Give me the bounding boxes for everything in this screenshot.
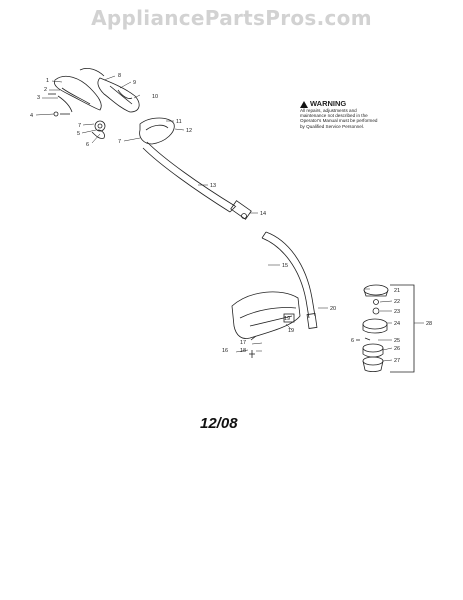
- debris-shield: [231, 291, 301, 339]
- warning-title: WARNING: [310, 99, 347, 108]
- upper-shaft: [142, 141, 252, 220]
- callout-21: 21: [394, 288, 400, 294]
- warning-notice: WARNING All repairs, adjustments and mai…: [300, 100, 380, 129]
- callout-4: 4: [30, 113, 33, 119]
- callout-3: 3: [37, 95, 40, 101]
- callout-1: 1: [46, 78, 49, 84]
- date-code: 12/08: [200, 415, 238, 432]
- callout-7b: 7: [118, 139, 121, 145]
- callout-20: 20: [330, 306, 336, 312]
- callout-12: 12: [186, 128, 192, 134]
- callout-labels: 1 2 3 4 5 6 7 8 9 10 11 12 7 13 14 15 16…: [30, 73, 432, 364]
- group-bracket-28: [390, 284, 415, 373]
- watermark: AppliancePartsPros.com: [91, 6, 372, 30]
- callout-7: 7: [78, 123, 81, 129]
- callout-15: 15: [282, 263, 288, 269]
- callout-27: 27: [394, 358, 400, 364]
- small-hardware-parts: [48, 93, 106, 139]
- leader-lines: [35, 75, 424, 362]
- callout-22: 22: [394, 299, 400, 305]
- callout-9: 9: [133, 80, 136, 86]
- lower-shaft: [261, 231, 318, 329]
- warning-body: All repairs, adjustments and maintenance…: [300, 108, 378, 129]
- callout-11: 11: [176, 119, 182, 125]
- callout-6b: 6: [351, 338, 354, 344]
- callout-13: 13: [210, 183, 216, 189]
- callout-25: 25: [394, 338, 400, 344]
- handle-assembly: [53, 68, 140, 113]
- callout-10: 10: [152, 94, 158, 100]
- trimmer-head-assembly: [356, 284, 389, 372]
- warning-triangle-icon: [300, 100, 308, 108]
- parts-17-18: [249, 335, 257, 358]
- callout-18: 18: [240, 348, 246, 354]
- guard-part-11: [139, 117, 175, 145]
- callout-8: 8: [118, 73, 121, 79]
- callout-28: 28: [426, 321, 432, 327]
- callout-26: 26: [394, 346, 400, 352]
- callout-16: 16: [222, 348, 228, 354]
- callout-23: 23: [394, 309, 400, 315]
- callout-5: 5: [77, 131, 80, 137]
- callout-24: 24: [394, 321, 400, 327]
- callout-2: 2: [44, 87, 47, 93]
- callout-14: 14: [260, 211, 266, 217]
- callout-6: 6: [86, 142, 89, 148]
- callout-19a: 19: [284, 316, 290, 322]
- callout-17: 17: [240, 340, 246, 346]
- callout-19b: 19: [288, 328, 294, 334]
